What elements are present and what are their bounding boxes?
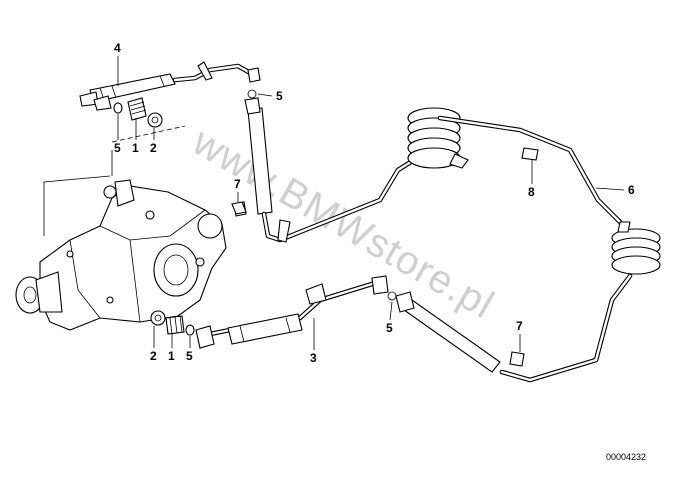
- differential-housing: [15, 179, 227, 331]
- leader-5-bottom-right: [389, 301, 393, 321]
- callout-5-bottom-left: 5: [186, 349, 193, 363]
- callout-5-top-right: 5: [276, 89, 283, 103]
- leader-bottom-row: [153, 326, 191, 348]
- top-fittings: [113, 97, 163, 128]
- bottom-fittings: [150, 310, 195, 336]
- leader-top-row: [117, 114, 155, 140]
- leader-6: [595, 187, 625, 191]
- callout-5-top-left: 5: [114, 141, 121, 155]
- lower-right-hose: [387, 291, 525, 373]
- callout-7-bottom: 7: [516, 319, 523, 333]
- callout-7-mid: 7: [234, 177, 241, 191]
- reference-number: 00004232: [606, 452, 646, 462]
- callout-3: 3: [310, 351, 317, 365]
- callout-5-bottom-right: 5: [386, 321, 393, 335]
- hose-3-assembly: [195, 275, 389, 349]
- callout-2-top: 2: [150, 141, 157, 155]
- leader-housing-left: [43, 175, 111, 236]
- cooler-coil-lower: [499, 221, 661, 383]
- callout-4: 4: [114, 41, 121, 55]
- leader-housing-top: [111, 125, 186, 143]
- cooler-coil-upper: [407, 107, 623, 225]
- callout-1-bottom: 1: [168, 349, 175, 363]
- callout-8: 8: [528, 185, 535, 199]
- callout-1-top: 1: [132, 141, 139, 155]
- callout-6: 6: [628, 183, 635, 197]
- nut-7-mid: [231, 201, 247, 215]
- hose-4-assembly: [79, 61, 261, 111]
- leader-5-top-right: [257, 93, 273, 97]
- callout-2-bottom: 2: [150, 349, 157, 363]
